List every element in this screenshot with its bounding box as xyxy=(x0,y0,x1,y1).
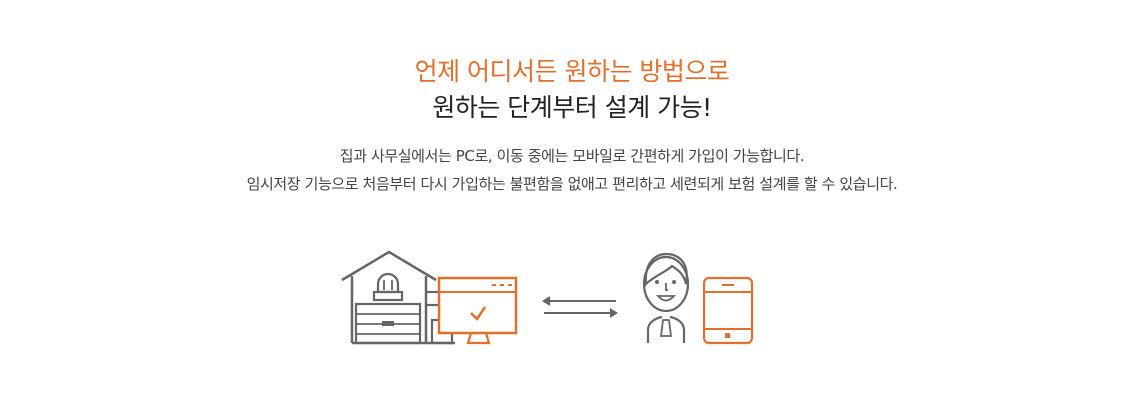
description-line-2: 임시저장 기능으로 처음부터 다시 가입하는 불편함을 없애고 편리하고 세련되… xyxy=(246,175,898,193)
person-icon xyxy=(638,250,694,345)
description-line-1: 집과 사무실에서는 PC로, 이동 중에는 모바일로 간편하게 가입이 가능합니… xyxy=(339,147,805,165)
bidirectional-arrows-icon xyxy=(540,294,620,320)
headline-main: 원하는 단계부터 설계 가능! xyxy=(432,93,712,122)
house-with-monitor-checkmark-icon xyxy=(340,250,520,345)
illustration xyxy=(0,240,1144,350)
headline-accent: 언제 어디서든 원하는 방법으로 xyxy=(414,57,730,86)
tablet-icon xyxy=(702,276,756,346)
